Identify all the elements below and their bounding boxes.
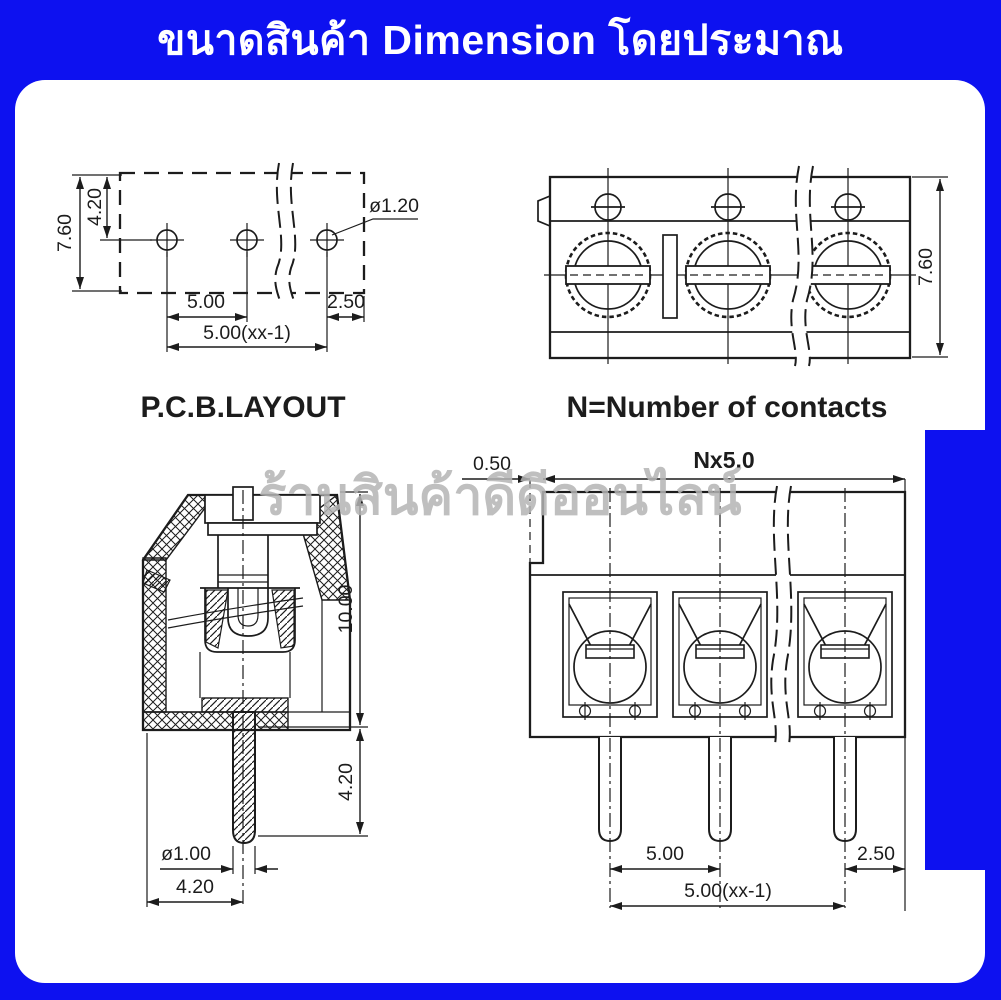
pcb-hole xyxy=(230,223,264,257)
top-view-body xyxy=(548,175,912,360)
divider-rib xyxy=(662,234,678,319)
front-view-body xyxy=(528,490,907,739)
top-view-dim-depth-label: 7.60 xyxy=(915,248,937,286)
pcb-hole xyxy=(310,223,344,257)
break-lines xyxy=(790,164,814,368)
pcb-dim-pitch-label: 5.00 xyxy=(187,291,225,313)
terminal-screw xyxy=(564,231,652,319)
section-dim-pin-offset-label: 4.20 xyxy=(176,876,214,898)
housing-hatch xyxy=(142,711,234,731)
pcb-dim-hole-offset-label: 4.20 xyxy=(84,188,106,226)
front-dim-total-label: Nx5.0 xyxy=(693,447,754,473)
front-view: 0.50 Nx5.0 5.00 2.50 5.00(xx-1) xyxy=(462,447,907,911)
section-view: 10.00 4.20 ø1.00 4.20 xyxy=(141,486,368,907)
top-view: 7.60 N=Number of contacts xyxy=(537,164,948,424)
pcb-dim-end-label: 2.50 xyxy=(327,291,365,313)
pcb-dim-span-label: 5.00(xx-1) xyxy=(203,322,291,344)
front-dim-step-label: 0.50 xyxy=(473,453,511,475)
pcb-dim-height-label: 7.60 xyxy=(54,214,76,252)
mounting-tab xyxy=(537,195,551,227)
pcb-layout-title: P.C.B.LAYOUT xyxy=(140,391,345,424)
break-lines xyxy=(770,484,793,746)
pcb-dim-hole-dia-label: ø1.20 xyxy=(369,195,419,217)
pcb-layout-view: 7.60 4.20 ø1.20 5.00 2.50 5.00(xx-1) P.C… xyxy=(54,161,419,424)
front-dim-span-label: 5.00(xx-1) xyxy=(684,880,772,902)
terminal-screw xyxy=(684,231,772,319)
section-dim-pin-dia-label: ø1.00 xyxy=(161,843,211,865)
pcb-hole xyxy=(150,223,184,257)
pcb-outline xyxy=(118,171,366,295)
contact-base xyxy=(201,697,289,713)
section-dim-pin-length-label: 4.20 xyxy=(335,763,357,801)
clamp-screw-icon xyxy=(591,193,865,221)
housing-hatch xyxy=(141,494,206,561)
wire xyxy=(167,597,304,629)
screw-head xyxy=(204,494,321,524)
front-dim-pitch-label: 5.00 xyxy=(646,843,684,865)
front-dim-end-label: 2.50 xyxy=(857,843,895,865)
page-title: ขนาดสินค้า Dimension โดยประมาณ xyxy=(157,16,844,63)
break-lines xyxy=(274,161,297,309)
section-dim-height-label: 10.00 xyxy=(335,584,357,633)
solder-pin xyxy=(232,711,256,845)
right-blue-band xyxy=(925,430,1001,870)
top-view-title: N=Number of contacts xyxy=(567,391,888,424)
header-banner: ขนาดสินค้า Dimension โดยประมาณ xyxy=(0,0,1001,80)
